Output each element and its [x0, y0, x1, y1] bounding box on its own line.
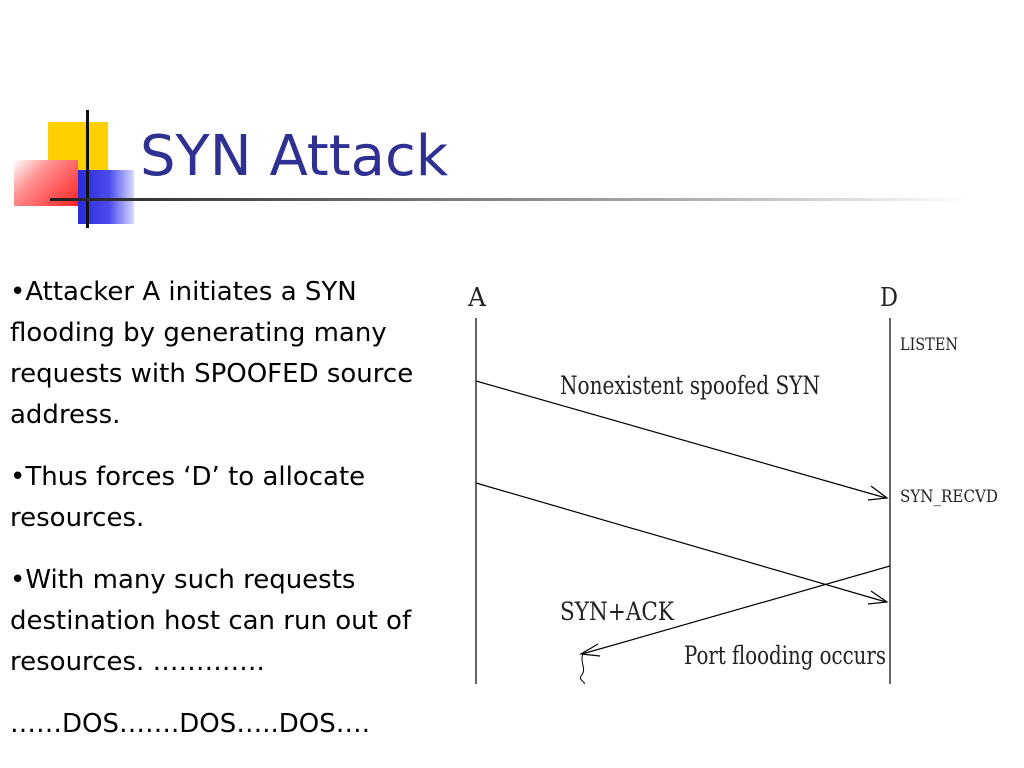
host-a-label: A [467, 283, 487, 313]
syn-ack-arrow [581, 565, 891, 655]
syn-ack-label: SYN+ACK [560, 597, 675, 626]
state-listen-label: LISTEN [900, 335, 958, 355]
logo-vertical-rule [86, 110, 89, 228]
bullet-item: •Thus forces ‘D’ to allocate resources. [10, 462, 366, 533]
syn-attack-sequence-diagram: A D LISTEN SYN_RECVD Nonexistent spoofed… [467, 283, 998, 685]
title-underline-rule [50, 198, 970, 201]
state-syn-recvd-label: SYN_RECVD [900, 487, 998, 507]
arrowhead-icon [867, 590, 889, 605]
arrowhead-icon [579, 643, 601, 657]
host-d-label: D [880, 283, 898, 313]
port-flooding-label: Port flooding occurs [684, 641, 886, 670]
dos-line: ……DOS…….DOS…..DOS…. [10, 709, 371, 739]
spoofed-syn-arrow [475, 482, 887, 603]
spoofed-syn-arrow [475, 380, 887, 499]
lost-packet-squiggle-icon [579, 651, 585, 685]
bullet-item: •With many such requests destination hos… [10, 565, 412, 677]
spoofed-syn-label: Nonexistent spoofed SYN [560, 371, 820, 400]
arrowhead-icon [867, 485, 889, 501]
bullet-list: •Attacker A initiates a SYN flooding by … [10, 272, 450, 745]
slide-title: SYN Attack [140, 124, 449, 189]
bullet-item: •Attacker A initiates a SYN flooding by … [10, 277, 414, 430]
